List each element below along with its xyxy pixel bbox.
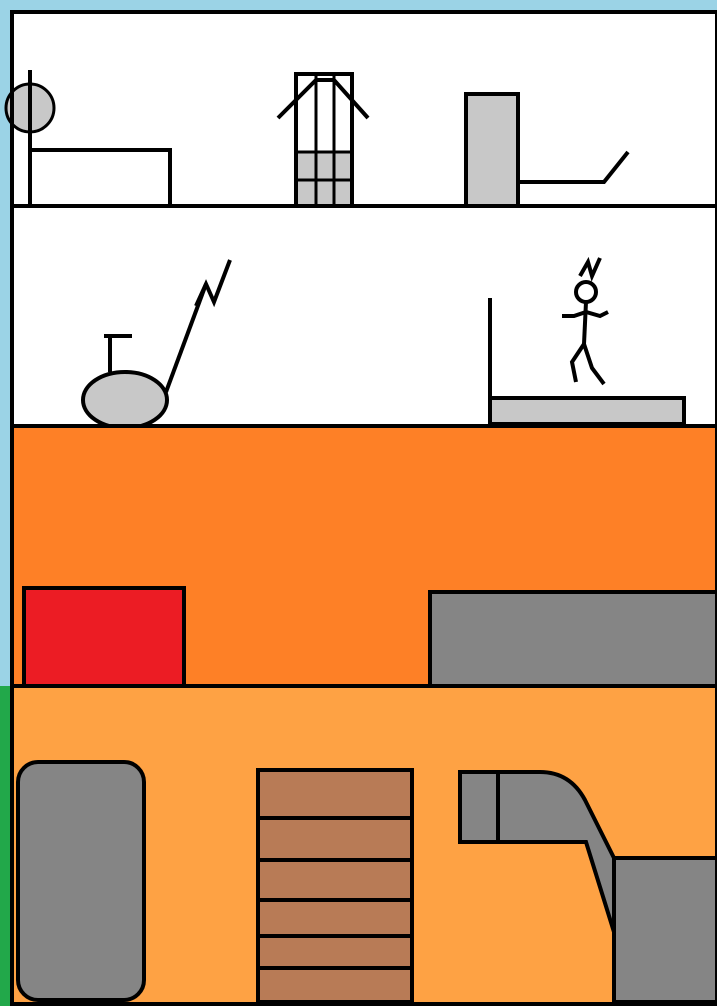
top-floor-room xyxy=(10,10,717,208)
pec-deck-right-arm xyxy=(325,78,370,120)
runner-hair xyxy=(578,256,602,282)
water-tank xyxy=(16,760,146,1002)
stick-figure-runner xyxy=(562,256,609,386)
shelf-body xyxy=(256,768,414,1004)
furnace-unit xyxy=(612,856,717,1004)
bike-seat-post xyxy=(104,334,132,372)
duct-pipe xyxy=(458,770,616,933)
pec-deck-left-arm xyxy=(276,78,325,120)
ground-floor xyxy=(10,424,717,688)
treadmill-belt xyxy=(488,396,686,426)
grass-strip xyxy=(0,686,12,1006)
treadmill xyxy=(488,298,686,426)
pec-deck-weight-stack xyxy=(298,152,350,204)
wooden-shelf xyxy=(256,768,414,1004)
leg-press-rail xyxy=(518,150,630,184)
runner-arms xyxy=(562,309,609,319)
basement xyxy=(10,684,717,1006)
bike-flywheel xyxy=(81,370,169,430)
pec-deck-machine xyxy=(276,72,370,206)
top-floor xyxy=(4,10,717,208)
bench-frame xyxy=(30,148,172,206)
duct-inlet xyxy=(458,770,500,844)
leg-press-seat xyxy=(464,92,520,208)
runner-body xyxy=(582,301,588,345)
bike-handlebar xyxy=(194,259,232,308)
red-box xyxy=(22,586,186,688)
runner-left-leg xyxy=(569,342,586,383)
runner-head xyxy=(574,280,598,304)
runner-right-leg xyxy=(582,343,606,386)
leg-press-machine xyxy=(464,92,630,208)
second-floor xyxy=(10,204,717,430)
gray-counter xyxy=(428,590,717,688)
building-outline xyxy=(10,10,717,1006)
weight-bench xyxy=(4,70,172,206)
duct-bend xyxy=(496,770,616,933)
